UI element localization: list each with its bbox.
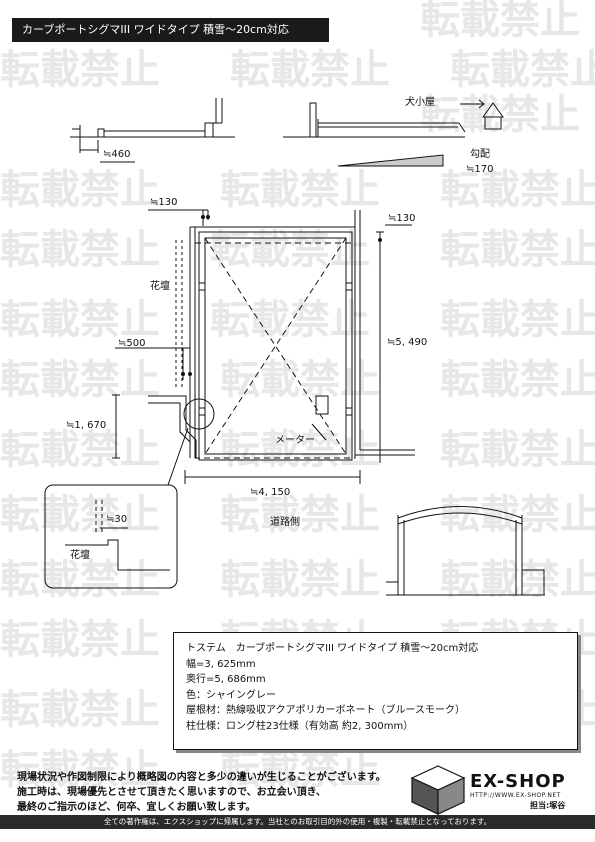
page-title: カーブポートシグマIII ワイドタイプ 積雪〜20cm対応	[12, 18, 329, 42]
dim-460-label: ≒460	[103, 149, 131, 160]
note-line: 最終のご指示のほど、何卒、宜しくお願い致します。	[17, 802, 256, 813]
spec-line: 色：シャイングレー	[186, 689, 276, 701]
spec-line: 屋根材：熱線吸収アクアポリカーボネート（ブルースモーク）	[186, 705, 465, 716]
brand-logo-icon	[410, 765, 466, 815]
detail-inset	[44, 484, 178, 589]
detail-flowerbed-label: 花壇	[70, 550, 90, 561]
notes: 現場状況や作図制限により概略図の内容と多少の違いが生じることがございます。 施工…	[17, 770, 386, 815]
meter-label: メーター	[275, 435, 315, 446]
spec-line: 柱仕様：ロング柱23仕様（有効高 約2, 300mm）	[186, 720, 414, 732]
slope-value: ≒170	[466, 164, 494, 175]
note-line: 現場状況や作図制限により概略図の内容と多少の違いが生じることがございます。	[17, 772, 386, 783]
detail-dim-30-label: ≒30	[106, 514, 128, 525]
road-side-label: 道路側	[270, 517, 300, 528]
dim-130-left-label: ≒130	[150, 197, 178, 208]
brand-url: HTTP://WWW.EX-SHOP.NET	[470, 792, 561, 799]
spec-line: トステム カーブポートシグマIII ワイドタイプ 積雪〜20cm対応	[186, 643, 479, 654]
spec-box: トステム カーブポートシグマIII ワイドタイプ 積雪〜20cm対応 幅=3, …	[173, 632, 578, 750]
dimension-lines	[100, 161, 412, 484]
doghouse-label: 犬小屋	[405, 97, 435, 108]
dim-130-right-label: ≒130	[388, 213, 416, 224]
spec-line: 奥行=5, 686mm	[186, 674, 266, 685]
side-elevation	[386, 506, 545, 596]
dim-5490-label: ≒5, 490	[387, 337, 428, 348]
dim-4150-label: ≒4, 150	[250, 487, 291, 498]
dim-1670-label: ≒1, 670	[66, 420, 107, 431]
elevation-left	[70, 98, 235, 153]
slope-label: 勾配	[470, 149, 490, 160]
flowerbed-label: 花壇	[150, 281, 170, 292]
footer-copyright: 全ての著作権は、エクスショップに帰属します。当社とのお取引目的外の使用・複製・転…	[0, 815, 595, 829]
note-line: 施工時は、現場優先とさせて頂きたく思いますので、お立会い頂き、	[17, 787, 326, 798]
spec-line: 幅=3, 625mm	[186, 658, 256, 670]
brand-name: EX-SHOP	[470, 771, 566, 792]
plan-view	[148, 210, 415, 486]
staff-label: 担当:塚谷	[530, 801, 566, 810]
dim-500-label: ≒500	[118, 338, 146, 349]
elevation-right	[283, 99, 504, 167]
